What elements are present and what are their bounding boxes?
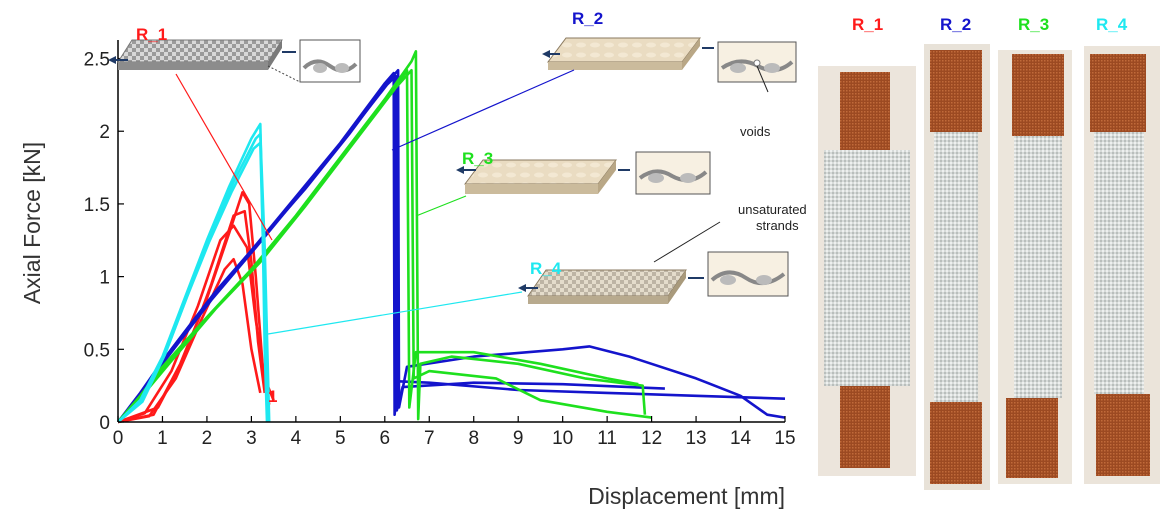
series-label-r1: R_1 [136,25,167,44]
specimen-photos-panel: R_1 R_2 R_3 R_4 [818,15,1160,490]
specimen-photo-r3 [998,50,1072,484]
specimen-photo-r4 [1084,46,1160,484]
annotation-r1-end-mark: 1 [268,387,277,406]
photo-label-r4: R_4 [1096,15,1128,34]
annotation-unsaturated: unsaturated [738,202,807,217]
series-line-r4-3 [117,141,270,423]
series-label-r4: R_4 [530,259,562,278]
x-tick-label-15: 15 [774,428,795,449]
y-tick-label-2.5: 2.5 [84,50,110,71]
photo-label-r1: R_1 [852,15,883,34]
x-tick-label-0: 0 [113,428,124,449]
curves-layer [116,49,786,424]
inset-r4-illustration [518,221,789,304]
series-line-r2-2 [117,68,786,423]
inset-r2-illustration [542,37,797,93]
series-label-r3: R_3 [462,149,493,168]
x-tick-label-6: 6 [380,428,391,449]
x-tick-label-8: 8 [468,428,479,449]
y-tick-label-0: 0 [99,413,110,434]
x-tick-label-2: 2 [202,428,213,449]
y-tick-label-1: 1 [99,268,110,289]
series-label-r2: R_2 [572,9,603,28]
series-line-r3-3 [117,68,652,423]
x-tick-label-7: 7 [424,428,435,449]
x-tick-label-12: 12 [641,428,662,449]
series-line-r3-2 [117,68,639,423]
inset-r1-illustration [108,39,361,83]
x-tick-label-11: 11 [597,428,617,449]
inset-r3-illustration [456,151,711,195]
annotation-voids: voids [740,124,771,139]
x-tick-label-4: 4 [291,428,302,449]
photo-label-r3: R_3 [1018,15,1049,34]
photo-label-r2: R_2 [940,15,971,34]
series-line-r1-4 [117,209,266,424]
x-axis-title: Displacement [mm] [588,483,785,509]
x-tick-label-9: 9 [513,428,524,449]
x-tick-label-10: 10 [552,428,573,449]
leader-lines [175,69,575,335]
x-tick-label-3: 3 [246,428,257,449]
y-axis-title: Axial Force [kN] [19,142,45,304]
series-line-r2-3 [117,74,665,423]
x-tick-label-14: 14 [730,428,752,449]
y-tick-label-2: 2 [99,122,110,143]
specimen-photo-r1 [818,66,916,476]
y-tick-label-0.5: 0.5 [84,340,110,361]
series-line-r1-3 [117,257,262,424]
x-tick-label-1: 1 [157,428,168,449]
specimen-photo-r2 [924,44,990,490]
x-tick-label-5: 5 [335,428,346,449]
annotation-strands: strands [756,218,799,233]
x-tick-label-13: 13 [685,428,706,449]
y-tick-label-1.5: 1.5 [84,195,110,216]
